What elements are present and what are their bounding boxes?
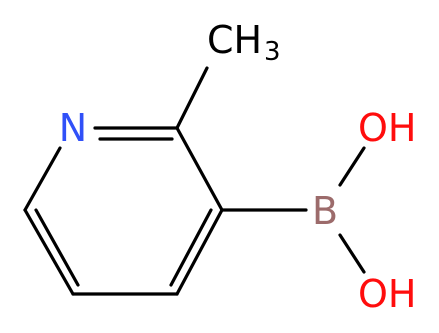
bond-c2-methyl xyxy=(175,66,209,130)
bond-c6-n xyxy=(23,146,62,212)
methyl-subscript: 3 xyxy=(264,37,281,67)
bond-c5-c6 xyxy=(23,208,75,296)
bond-c5-c6-double xyxy=(34,208,80,287)
bond-boron-oh-top xyxy=(338,146,366,187)
bond-c2-c3 xyxy=(175,126,224,212)
nitrogen-label: N xyxy=(59,106,87,150)
bond-boron-oh-bottom xyxy=(338,233,366,274)
methyl-label: CH xyxy=(207,18,262,62)
hydroxyl-top-label: OH xyxy=(358,106,416,150)
bond-c3-c4 xyxy=(175,208,224,296)
bond-c3-c4-double xyxy=(169,208,213,287)
boron-label: B xyxy=(312,189,338,233)
hydroxyl-bottom-label: OH xyxy=(358,272,416,316)
